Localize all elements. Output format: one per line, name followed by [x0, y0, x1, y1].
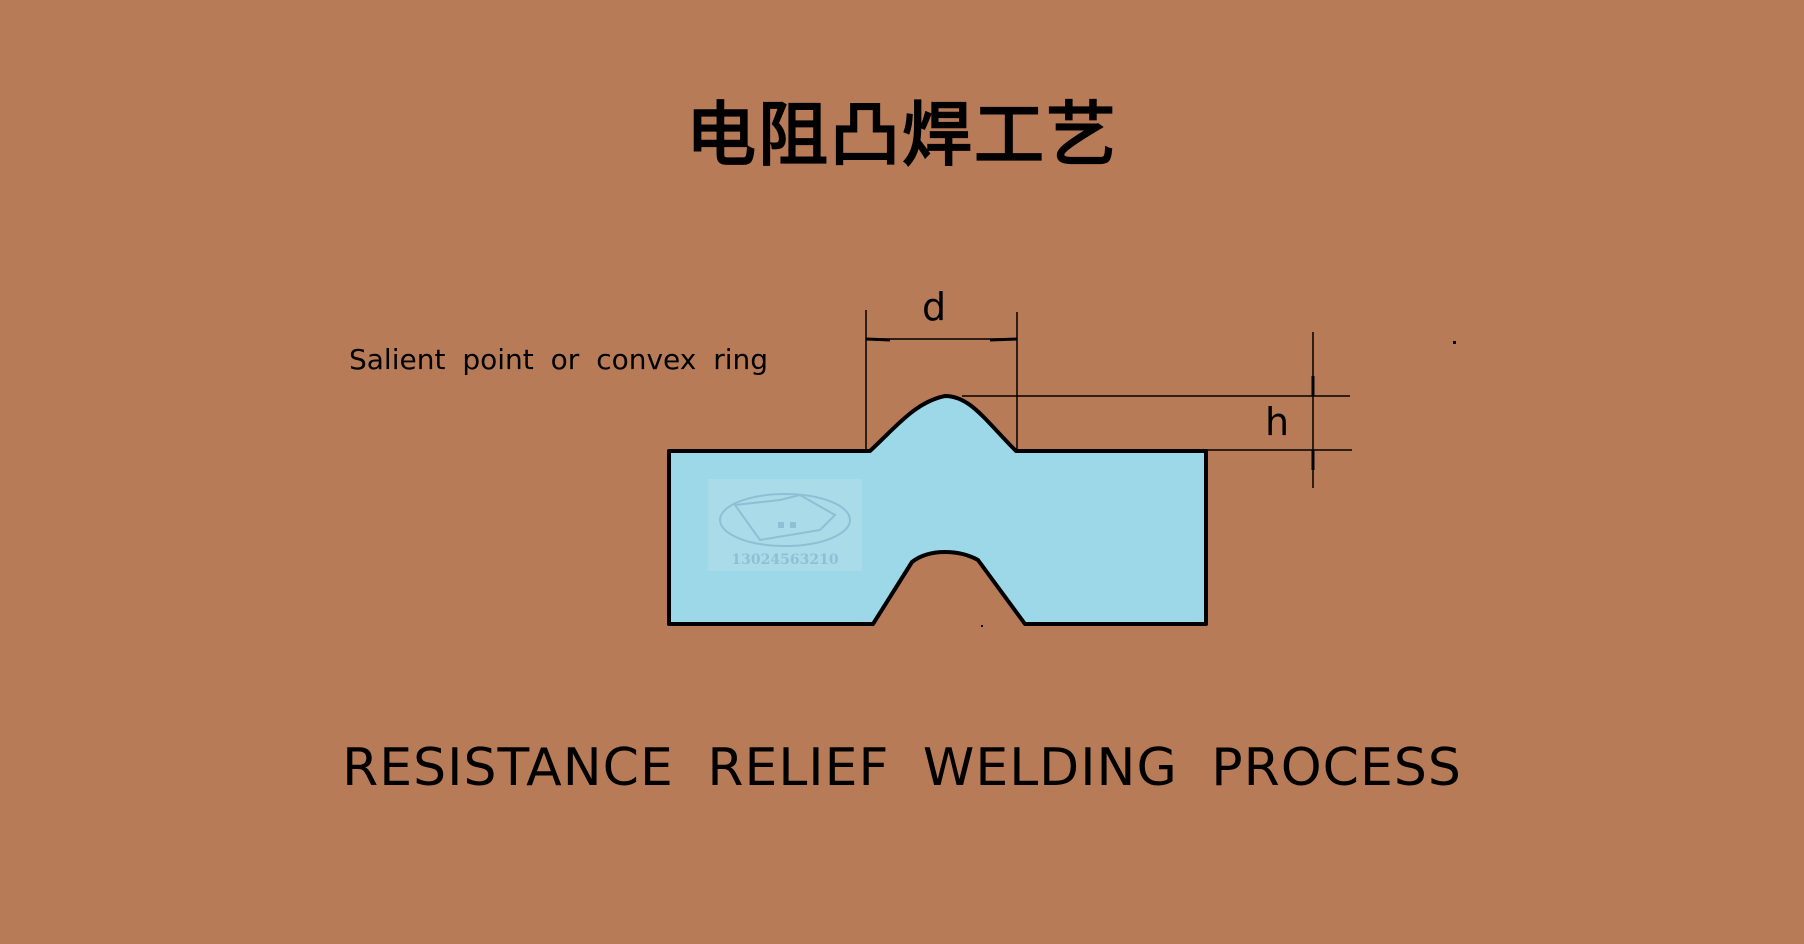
- watermark-phone: 13024563210: [731, 552, 838, 568]
- salient-point-label: Salient point or convex ring: [349, 343, 769, 376]
- stray-dot: [981, 625, 983, 627]
- page-title: 电阻凸焊工艺: [686, 94, 1118, 176]
- h-dimension-label: h: [1265, 400, 1289, 444]
- stray-dot: [1453, 341, 1456, 344]
- d-tick-left: [865, 337, 891, 342]
- d-dimension-label: d: [922, 285, 946, 329]
- footer-caption: RESISTANCE RELIEF WELDING PROCESS: [342, 738, 1462, 798]
- d-tick-right: [989, 337, 1018, 342]
- watermark: 13024563210: [708, 479, 862, 571]
